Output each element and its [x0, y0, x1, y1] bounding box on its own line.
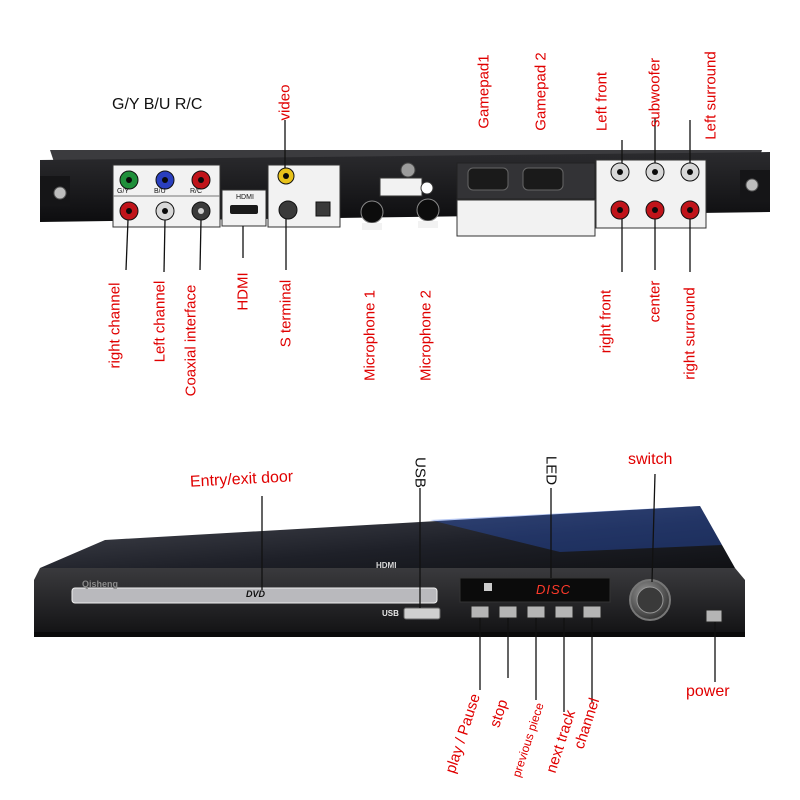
- printed-hdmi-front: HDMI: [376, 561, 397, 570]
- s-terminal-port: [278, 200, 298, 220]
- label-left-front: Left front: [593, 71, 611, 132]
- label-right-surround: right surround: [681, 287, 699, 380]
- channel-button[interactable]: [582, 605, 602, 619]
- play-pause-button[interactable]: [470, 605, 490, 619]
- previous-button[interactable]: [526, 605, 546, 619]
- printed-rc: R/C: [190, 188, 203, 195]
- label-switch: switch: [628, 451, 673, 468]
- printed-gy: G/Y: [117, 188, 130, 195]
- label-usb: USB: [411, 457, 429, 488]
- display-text: DISC: [536, 582, 572, 597]
- gamepad2-port: [522, 167, 564, 191]
- next-button[interactable]: [554, 605, 574, 619]
- label-gamepad1: Gamepad1: [475, 54, 493, 129]
- printed-dvd: DVD: [246, 589, 266, 599]
- brand-logo: Qisheng: [82, 579, 119, 589]
- disc-tray-door: [71, 587, 438, 604]
- rear-leader-lines: [125, 118, 691, 273]
- optical-port: [315, 201, 331, 217]
- top-lid: [40, 506, 735, 568]
- mic2-jack: [416, 198, 440, 222]
- label-subwoofer: subwoofer: [646, 57, 664, 128]
- screw-icon: [400, 162, 416, 178]
- label-left-surround: Left surround: [702, 51, 720, 140]
- front-unit: [34, 473, 745, 712]
- label-coaxial: Coaxial interface: [182, 284, 200, 397]
- label-hdmi: HDMI: [234, 272, 252, 311]
- stop-button[interactable]: [498, 605, 518, 619]
- rear-panel: [40, 118, 770, 273]
- power-button[interactable]: [705, 609, 723, 623]
- printed-hdmi-rear: HDMI: [236, 194, 254, 201]
- label-gy-bu-rc: G/Y B/U R/C: [112, 96, 203, 113]
- label-s-terminal: S terminal: [277, 279, 295, 348]
- label-led: LED: [542, 455, 560, 486]
- label-left-channel: Left channel: [151, 280, 169, 363]
- label-video: video: [276, 84, 294, 121]
- label-gamepad2: Gamepad 2: [532, 52, 550, 131]
- label-right-channel: right channel: [106, 282, 124, 369]
- screw-icon: [745, 178, 759, 192]
- mic1-jack: [360, 200, 384, 224]
- label-right-front: right front: [597, 289, 615, 354]
- printed-usb: USB: [382, 609, 399, 618]
- gamepad1-port: [467, 167, 509, 191]
- led-display: [459, 577, 611, 603]
- hdmi-port: [230, 205, 258, 214]
- label-center: center: [646, 280, 664, 323]
- screw-icon: [53, 186, 67, 200]
- label-mic2: Microphone 2: [417, 290, 435, 381]
- front-leader-lines: [261, 473, 716, 712]
- usb-port: [403, 607, 441, 620]
- label-power: power: [686, 683, 730, 700]
- printed-bu: B/U: [154, 188, 166, 195]
- label-mic1: Microphone 1: [361, 290, 379, 381]
